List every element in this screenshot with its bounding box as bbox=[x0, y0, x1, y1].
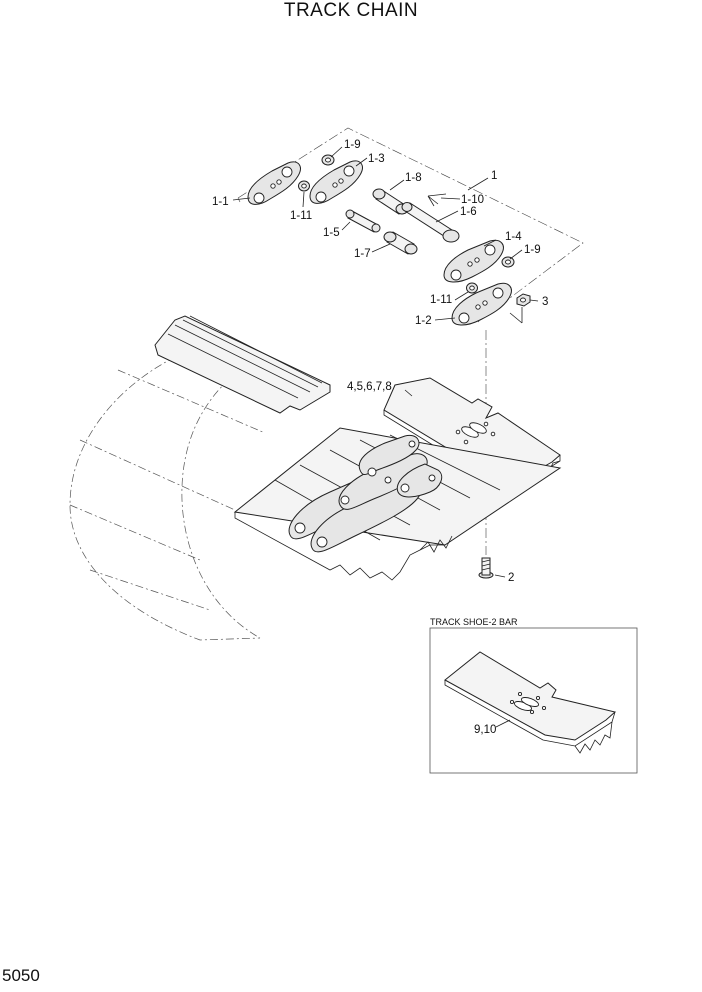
callout-1-9-top: 1-9 bbox=[344, 139, 361, 151]
page-number: 5050 bbox=[2, 966, 40, 985]
callout-1-2: 1-2 bbox=[415, 315, 432, 327]
nut-3 bbox=[516, 293, 531, 307]
callout-1-11-top: 1-11 bbox=[290, 210, 312, 222]
track-assembly bbox=[69, 315, 562, 641]
callout-1-3: 1-3 bbox=[368, 153, 385, 165]
inset-track-shoe-2-bar: TRACK SHOE-2 BAR 9,10 bbox=[429, 617, 638, 774]
pin-1-5 bbox=[345, 209, 381, 233]
pin-1-6 bbox=[401, 202, 460, 243]
inset-title: TRACK SHOE-2 BAR bbox=[430, 617, 518, 627]
callout-1-10: 1-10 bbox=[461, 194, 484, 206]
callout-1-7: 1-7 bbox=[354, 248, 371, 260]
group-1-boundary bbox=[237, 127, 584, 323]
washer-1-11-right bbox=[466, 282, 478, 294]
callout-1-8: 1-8 bbox=[405, 172, 422, 184]
page-title: TRACK CHAIN bbox=[283, 0, 419, 21]
washer-1-11-top bbox=[298, 180, 310, 192]
callout-3: 3 bbox=[542, 296, 548, 308]
callout-2: 2 bbox=[508, 572, 514, 584]
callout-1-6: 1-6 bbox=[460, 206, 477, 218]
leader-lines bbox=[232, 146, 539, 578]
callout-1-5: 1-5 bbox=[323, 227, 340, 239]
callout-1-9-right: 1-9 bbox=[524, 244, 541, 256]
link-1-1 bbox=[247, 161, 301, 205]
callout-4-8: 4,5,6,7,8 bbox=[347, 381, 392, 393]
bushing-1-7 bbox=[383, 231, 418, 255]
washer-1-9-right bbox=[501, 256, 515, 268]
callout-9-10: 9,10 bbox=[474, 724, 496, 736]
callout-1: 1 bbox=[491, 170, 497, 182]
washer-1-9-top bbox=[321, 154, 335, 166]
link-1-3 bbox=[309, 160, 363, 204]
callout-1-11-right: 1-11 bbox=[430, 294, 452, 306]
callout-1-4: 1-4 bbox=[505, 231, 522, 243]
cotter-pin-1-10 bbox=[427, 193, 447, 207]
bolt-2 bbox=[478, 557, 494, 579]
link-1-2 bbox=[451, 282, 512, 326]
group-1-boundary-lower bbox=[237, 197, 241, 203]
bushing-1-8 bbox=[372, 188, 409, 215]
link-1-4 bbox=[443, 239, 504, 283]
callout-1-1: 1-1 bbox=[212, 196, 229, 208]
